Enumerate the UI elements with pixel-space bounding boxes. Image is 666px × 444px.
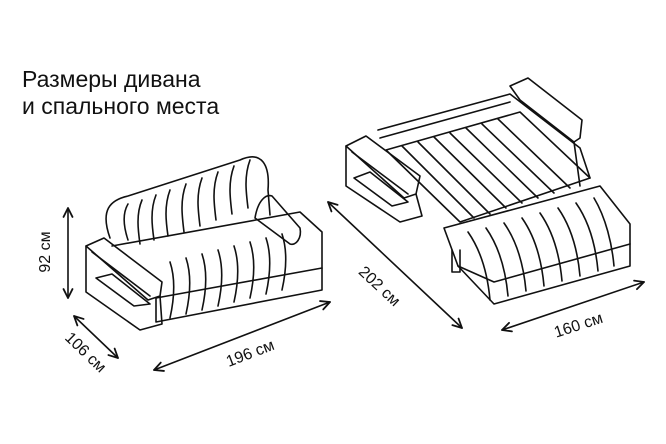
dim-sofa-width-label: 196 см <box>224 337 277 371</box>
sofa-folded-drawing <box>85 156 323 331</box>
bed-back-frame <box>377 93 591 179</box>
dim-bed-width-label: 160 см <box>552 310 605 342</box>
sofa-unfolded-drawing <box>345 77 631 305</box>
dimension-lines: 92 см 106 см 196 см 202 см 160 см <box>37 201 645 376</box>
diagram-title: Размеры дивана и спального места <box>22 66 219 120</box>
backrest-stripes <box>123 159 251 245</box>
sofa-backrest <box>105 156 271 239</box>
bed-armrest-left <box>345 135 421 199</box>
dim-sofa-width-line <box>153 300 331 372</box>
dim-bed-width-line <box>501 279 645 333</box>
bed-mattress-front <box>443 185 631 305</box>
sofa-cushion <box>254 194 302 246</box>
seat-stripes <box>169 233 287 319</box>
bed-mattress-back <box>385 111 591 223</box>
dim-sofa-height-label: 92 см <box>37 231 54 272</box>
sofa-armrest <box>85 237 163 301</box>
dim-bed-length-label: 202 см <box>355 263 403 310</box>
dim-bed-length-line <box>327 201 463 329</box>
dim-sofa-depth-line <box>73 315 119 359</box>
bed-armrest-right <box>509 77 583 143</box>
bed-back-slats <box>401 118 571 219</box>
title-line-2: и спального места <box>22 93 220 119</box>
title-line-1: Размеры дивана <box>22 66 201 92</box>
dim-sofa-depth-label: 106 см <box>61 329 109 376</box>
